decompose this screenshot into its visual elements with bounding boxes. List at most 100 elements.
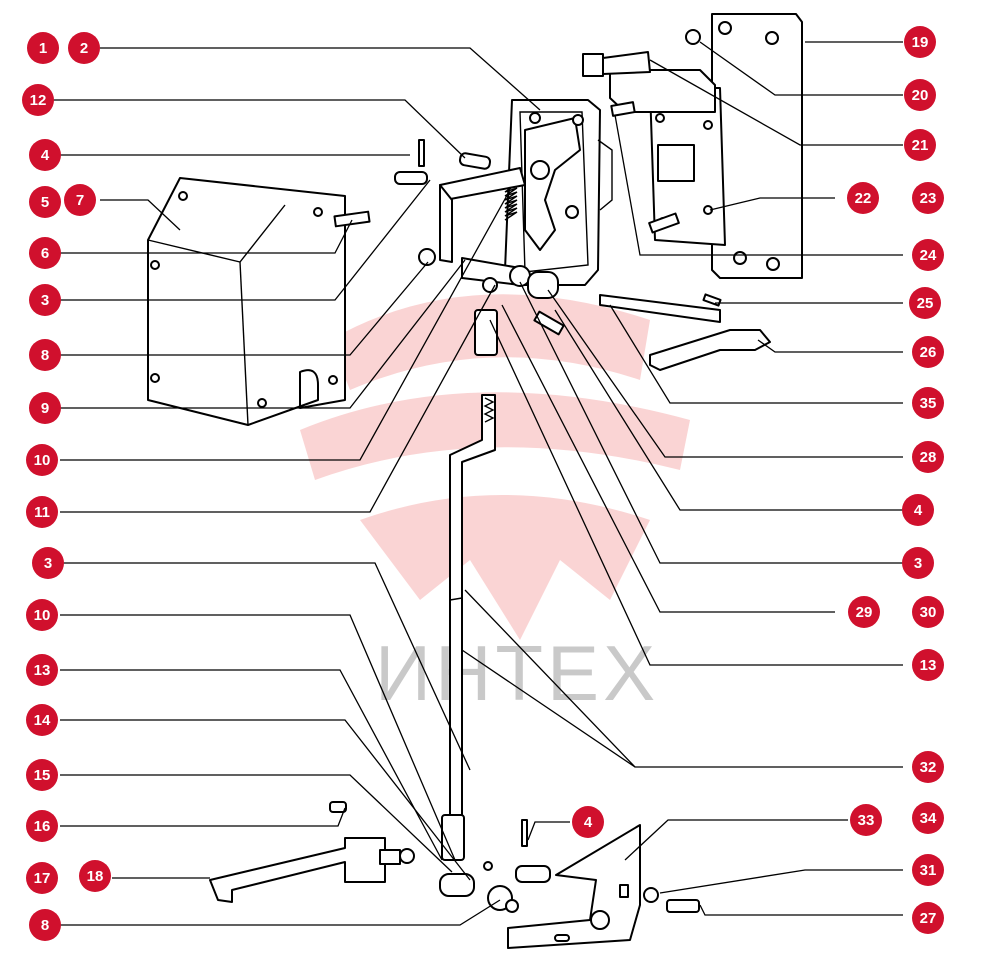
svg-text:8: 8: [41, 917, 49, 934]
svg-text:18: 18: [87, 868, 104, 885]
svg-text:10: 10: [34, 452, 51, 469]
svg-text:3: 3: [914, 555, 922, 572]
callout-25: 25: [909, 287, 941, 319]
svg-text:32: 32: [920, 759, 937, 776]
svg-text:2: 2: [80, 40, 88, 57]
svg-text:17: 17: [34, 870, 51, 887]
svg-text:7: 7: [76, 192, 84, 209]
lower-small-parts: [439, 819, 551, 913]
callout-27: 27: [912, 902, 944, 934]
cover-plate: [147, 177, 346, 426]
svg-text:8: 8: [41, 347, 49, 364]
svg-text:31: 31: [920, 862, 937, 879]
vertical-rod: [441, 309, 498, 861]
callout-12: 12: [22, 84, 54, 116]
callout-32: 32: [912, 751, 944, 783]
svg-text:27: 27: [920, 910, 937, 927]
svg-text:16: 16: [34, 818, 51, 835]
callout-33: 33: [850, 804, 882, 836]
callout-6: 6: [29, 237, 61, 269]
svg-text:4: 4: [914, 502, 923, 519]
callout-31: 31: [912, 854, 944, 886]
svg-text:1: 1: [39, 40, 47, 57]
svg-text:33: 33: [858, 812, 875, 829]
callout-26: 26: [912, 336, 944, 368]
cover-bolt: [333, 210, 371, 228]
svg-text:3: 3: [41, 292, 49, 309]
svg-text:15: 15: [34, 767, 51, 784]
lower-bracket: [507, 824, 700, 949]
callout-14: 14: [26, 704, 58, 736]
svg-text:11: 11: [34, 504, 50, 521]
svg-text:4: 4: [584, 814, 593, 831]
callout-9: 9: [29, 392, 61, 424]
callout-29: 29: [848, 596, 880, 628]
svg-text:30: 30: [920, 604, 937, 621]
callout-13b: 13: [912, 649, 944, 681]
svg-text:26: 26: [920, 344, 937, 361]
outer-handle: [209, 801, 415, 903]
callout-2: 2: [68, 32, 100, 64]
svg-text:12: 12: [30, 92, 47, 109]
svg-text:10: 10: [34, 607, 51, 624]
callout-18: 18: [79, 860, 111, 892]
svg-text:5: 5: [41, 194, 49, 211]
callout-28: 28: [912, 441, 944, 473]
svg-text:4: 4: [41, 147, 50, 164]
callout-5: 5: [29, 186, 61, 218]
callout-35: 35: [912, 387, 944, 419]
svg-text:29: 29: [856, 604, 873, 621]
callout-badges: 1 2 12 4 5 7 6 3 8 9 10 11 3 10 13 14 15…: [22, 26, 944, 941]
callout-10a: 10: [26, 444, 58, 476]
callout-23: 23: [912, 182, 944, 214]
watermark-logo: ИНТЕХ: [300, 294, 690, 717]
svg-text:28: 28: [920, 449, 937, 466]
callout-3b: 3: [32, 547, 64, 579]
inner-handle: [599, 293, 771, 371]
callout-3a: 3: [29, 284, 61, 316]
svg-text:19: 19: [912, 34, 929, 51]
svg-text:23: 23: [920, 190, 937, 207]
callout-8a: 8: [29, 339, 61, 371]
svg-text:13: 13: [920, 657, 937, 674]
callout-4a: 4: [29, 139, 61, 171]
callout-24: 24: [912, 239, 944, 271]
callout-4b: 4: [902, 494, 934, 526]
svg-text:24: 24: [920, 247, 937, 264]
svg-text:13: 13: [34, 662, 51, 679]
callout-11: 11: [26, 496, 58, 528]
svg-text:21: 21: [912, 137, 929, 154]
svg-text:22: 22: [855, 190, 872, 207]
callout-1: 1: [27, 32, 59, 64]
callout-17: 17: [26, 862, 58, 894]
callout-34: 34: [912, 802, 944, 834]
callout-30: 30: [912, 596, 944, 628]
svg-text:25: 25: [917, 295, 934, 312]
callout-3c: 3: [902, 547, 934, 579]
callout-22: 22: [847, 182, 879, 214]
svg-text:35: 35: [920, 395, 937, 412]
callout-7: 7: [64, 184, 96, 216]
mounting-plate: [582, 13, 803, 279]
svg-text:9: 9: [41, 400, 49, 417]
svg-text:34: 34: [920, 810, 937, 827]
upper-linkage: [394, 139, 565, 336]
svg-text:6: 6: [41, 245, 49, 262]
callout-4c: 4: [572, 806, 604, 838]
callout-15: 15: [26, 759, 58, 791]
callout-10b: 10: [26, 599, 58, 631]
lock-mechanism: [504, 99, 613, 286]
leader-lines: [52, 41, 903, 926]
watermark-text: ИНТЕХ: [375, 629, 659, 717]
callout-16: 16: [26, 810, 58, 842]
callout-19: 19: [904, 26, 936, 58]
callout-8b: 8: [29, 909, 61, 941]
svg-text:20: 20: [912, 87, 929, 104]
svg-text:3: 3: [44, 555, 52, 572]
svg-text:14: 14: [34, 712, 51, 729]
callout-20: 20: [904, 79, 936, 111]
callout-21: 21: [904, 129, 936, 161]
callout-13a: 13: [26, 654, 58, 686]
